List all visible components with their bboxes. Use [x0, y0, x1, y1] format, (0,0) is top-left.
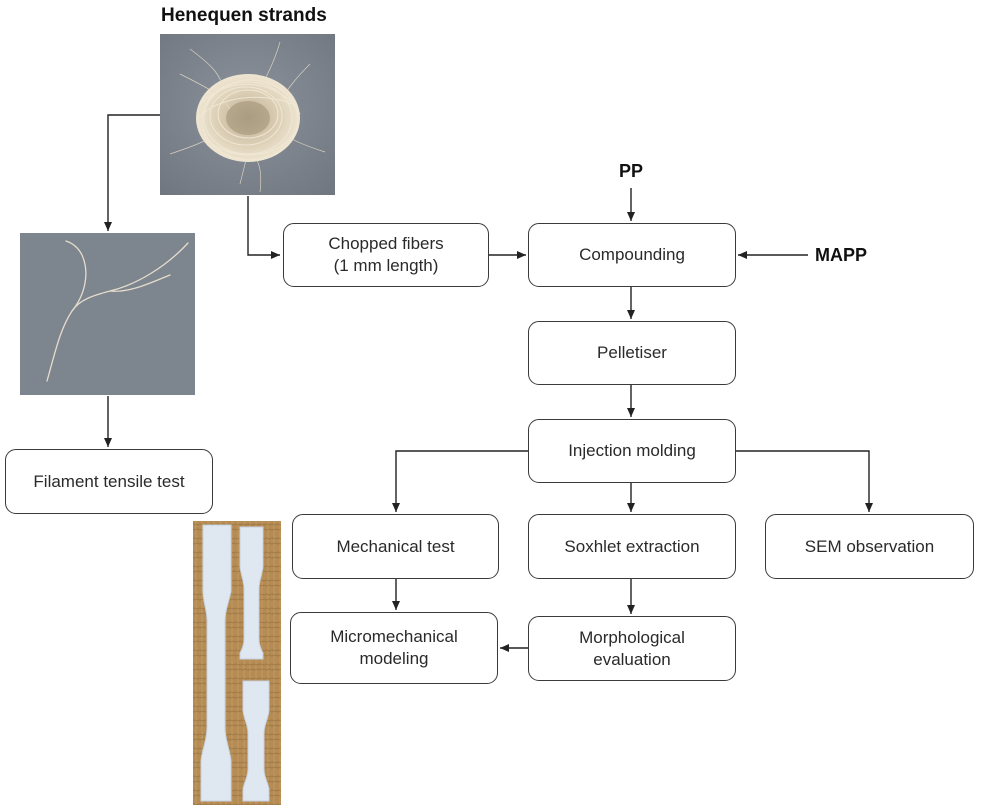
micromechanical-modeling-box: Micromechanical modeling — [290, 612, 498, 684]
henequen-strands-label: Henequen strands — [161, 5, 327, 26]
filament-tensile-test-box: Filament tensile test — [5, 449, 213, 514]
morphological-evaluation-box: Morphological evaluation — [528, 616, 736, 681]
single-filament-photo — [20, 233, 195, 395]
dogbone-specimens-photo — [193, 521, 281, 805]
arrow-strands-to-filament-photo — [104, 114, 160, 231]
arrow-injection-to-mechanical — [392, 450, 528, 512]
arrow-strands-to-chopped — [247, 196, 280, 259]
pelletiser-box: Pelletiser — [528, 321, 736, 385]
mechanical-test-box: Mechanical test — [292, 514, 499, 579]
chopped-fibers-box: Chopped fibers (1 mm length) — [283, 223, 489, 287]
sem-observation-box: SEM observation — [765, 514, 974, 579]
soxhlet-extraction-box: Soxhlet extraction — [528, 514, 736, 579]
arrow-injection-to-sem — [736, 450, 873, 512]
henequen-bundle-photo — [160, 34, 335, 195]
pp-label: PP — [619, 161, 644, 181]
injection-molding-box: Injection molding — [528, 419, 736, 483]
compounding-box: Compounding — [528, 223, 736, 287]
mapp-label: MAPP — [815, 245, 868, 265]
